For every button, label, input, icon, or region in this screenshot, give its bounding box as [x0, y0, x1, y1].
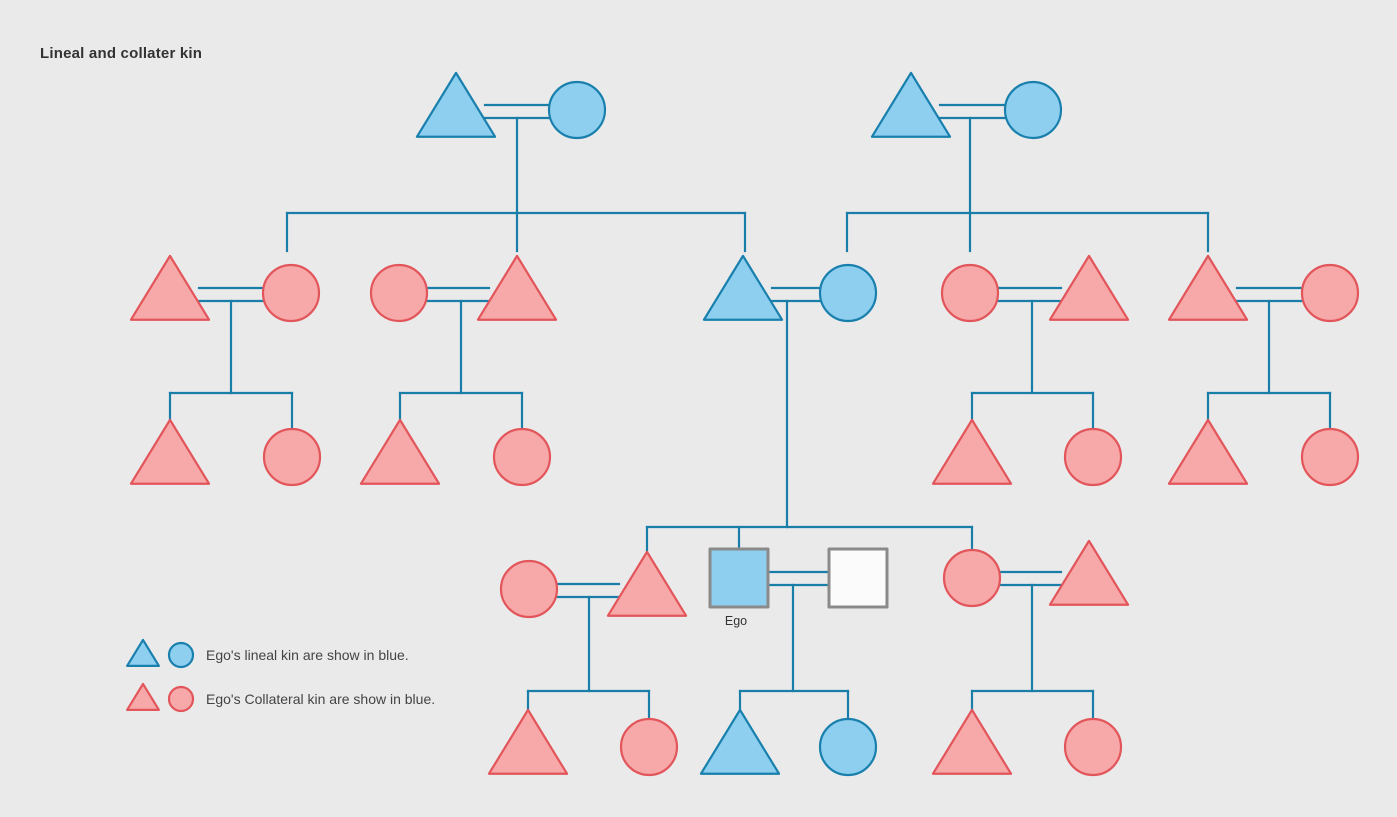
- nephew-1[interactable]: [487, 708, 569, 775]
- aunt-2[interactable]: [369, 263, 429, 323]
- ego-label: Ego: [725, 614, 747, 628]
- uncle-in-law-1[interactable]: [129, 254, 211, 321]
- marriage-aunt-1: [197, 286, 265, 395]
- link-layer: [168, 103, 1332, 731]
- marriage-aunt-2: [425, 286, 491, 395]
- legend-lineal-triangle-icon[interactable]: [126, 638, 160, 667]
- legend-collateral: Ego's Collateral kin are show in blue.: [126, 682, 435, 713]
- sibship-aunt-1-children: [168, 391, 294, 433]
- uncle-in-law-3[interactable]: [1048, 254, 1130, 321]
- brother-in-law-right[interactable]: [1048, 539, 1130, 606]
- aunt-1[interactable]: [261, 263, 321, 323]
- cousin-2[interactable]: [262, 427, 322, 487]
- cousin-6[interactable]: [1063, 427, 1123, 487]
- page-title: Lineal and collater kin: [40, 45, 203, 62]
- cousin-7[interactable]: [1167, 418, 1249, 485]
- marriage-paternal-grandparents: [938, 103, 1007, 215]
- marriage-uncle-4: [1235, 286, 1304, 395]
- sibship-uncle-4-children: [1206, 391, 1332, 433]
- sibship-aunt-3-children: [970, 391, 1095, 433]
- legend-lineal-label: Ego's lineal kin are show in blue.: [206, 647, 409, 663]
- marriage-sister-right: [998, 570, 1063, 693]
- maternal-grandmother[interactable]: [547, 80, 607, 140]
- marriage-ego-parents: [770, 286, 822, 529]
- legend-lineal-circle-icon[interactable]: [167, 641, 195, 669]
- node-label-layer: Ego: [725, 614, 747, 628]
- cousin-1[interactable]: [129, 418, 211, 485]
- legend-collateral-circle-icon[interactable]: [167, 685, 195, 713]
- paternal-grandfather[interactable]: [870, 71, 952, 138]
- sibship-nephew-niece-1: [526, 689, 651, 731]
- cousin-4[interactable]: [492, 427, 552, 487]
- paternal-grandmother[interactable]: [1003, 80, 1063, 140]
- ego[interactable]: [708, 547, 770, 609]
- maternal-grandfather[interactable]: [415, 71, 497, 138]
- legend-layer: Ego's lineal kin are show in blue. Ego's …: [126, 638, 435, 713]
- niece-2[interactable]: [1063, 717, 1123, 777]
- brother-left[interactable]: [606, 550, 688, 617]
- sibship-ego-and-siblings: [645, 525, 974, 567]
- legend-collateral-triangle-icon[interactable]: [126, 682, 160, 711]
- uncle-in-law-2[interactable]: [476, 254, 558, 321]
- marriage-aunt-3: [996, 286, 1063, 395]
- nephew-2[interactable]: [931, 708, 1013, 775]
- marriage-maternal-grandparents: [483, 103, 551, 215]
- niece-1[interactable]: [619, 717, 679, 777]
- ego-mother[interactable]: [818, 263, 878, 323]
- cousin-3[interactable]: [359, 418, 441, 485]
- cousin-8[interactable]: [1300, 427, 1360, 487]
- sibship-from-paternal-grandparents: [845, 211, 1210, 253]
- aunt-in-law-4[interactable]: [1300, 263, 1360, 323]
- aunt-3[interactable]: [940, 263, 1000, 323]
- marriage-brother-left: [555, 582, 621, 693]
- cousin-5[interactable]: [931, 418, 1013, 485]
- legend-lineal: Ego's lineal kin are show in blue.: [126, 638, 409, 669]
- uncle-4[interactable]: [1167, 254, 1249, 321]
- ego-spouse[interactable]: [827, 547, 889, 609]
- ego-daughter[interactable]: [818, 717, 878, 777]
- sibship-from-maternal-grandparents: [285, 211, 747, 253]
- marriage-ego: [766, 570, 831, 693]
- sister-in-law-left[interactable]: [499, 559, 559, 619]
- legend-collateral-label: Ego's Collateral kin are show in blue.: [206, 691, 435, 707]
- sibship-nephew-niece-2: [970, 689, 1095, 731]
- node-layer: [129, 71, 1360, 777]
- ego-father[interactable]: [702, 254, 784, 321]
- sister-right[interactable]: [942, 548, 1002, 608]
- sibship-aunt-2-children: [398, 391, 524, 433]
- ego-son[interactable]: [699, 708, 781, 775]
